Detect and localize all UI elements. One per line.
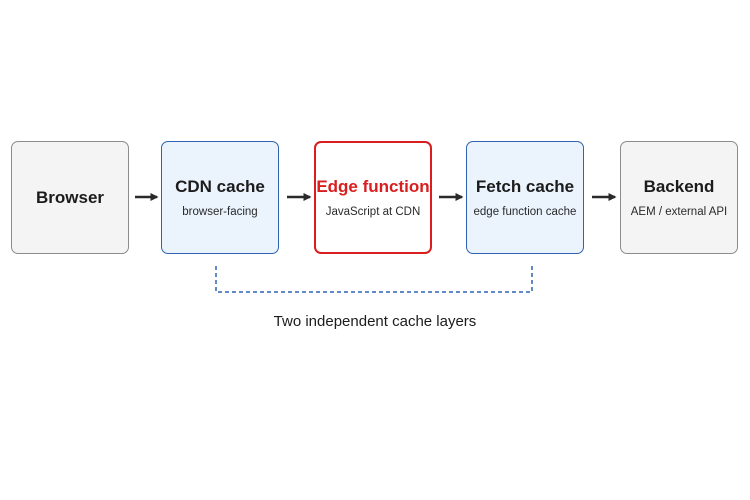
edge-function-node-title: Edge function — [316, 176, 430, 196]
fetch-cache-node: Fetch cache edge function cache — [466, 141, 584, 254]
browser-node: Browser — [11, 141, 129, 254]
backend-node: Backend AEM / external API — [620, 141, 738, 254]
cdn-cache-node-subtitle: browser-facing — [182, 205, 258, 218]
cache-layers-label: Two independent cache layers — [273, 313, 477, 330]
cache-layers-bracket — [215, 266, 533, 293]
fetch-cache-node-title: Fetch cache — [475, 176, 575, 196]
cdn-cache-node: CDN cache browser-facing — [161, 141, 279, 254]
fetch-cache-node-subtitle: edge function cache — [473, 205, 577, 218]
edge-function-node: Edge function JavaScript at CDN — [314, 141, 432, 254]
backend-node-subtitle: AEM / external API — [630, 205, 728, 218]
browser-node-title: Browser — [35, 187, 105, 207]
cdn-cache-node-title: CDN cache — [175, 176, 265, 196]
edge-function-node-subtitle: JavaScript at CDN — [325, 205, 421, 218]
backend-node-title: Backend — [643, 176, 715, 196]
